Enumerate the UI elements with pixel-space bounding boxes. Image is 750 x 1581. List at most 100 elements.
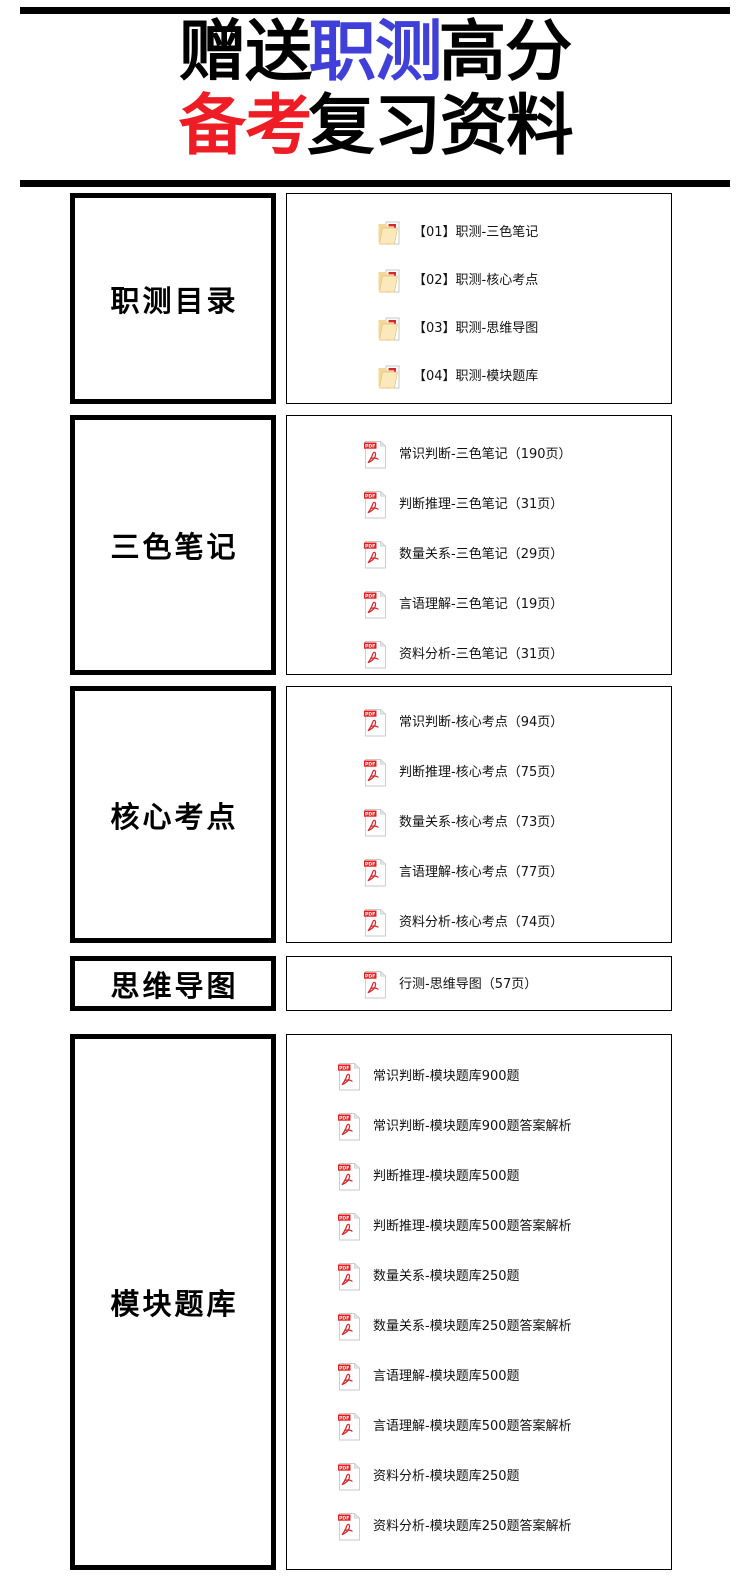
file-list-item-label: 数量关系-模块题库250题答案解析 xyxy=(373,1319,572,1334)
file-list-item[interactable]: PDF 资料分析-三色笔记（31页） xyxy=(287,638,671,672)
pdf-icon: PDF xyxy=(363,490,389,520)
svg-text:PDF: PDF xyxy=(365,643,375,649)
pdf-icon: PDF xyxy=(363,708,389,738)
pdf-icon: PDF xyxy=(337,1112,363,1142)
section-4: 思维导图 PDF 行测-思维导图（57页） xyxy=(0,956,750,1011)
svg-text:PDF: PDF xyxy=(365,911,375,917)
bottom-divider-bar xyxy=(20,180,730,187)
svg-text:PDF: PDF xyxy=(365,443,375,449)
file-list-item-label: 言语理解-核心考点（77页） xyxy=(399,865,564,880)
file-list-item-label: 判断推理-模块题库500题 xyxy=(373,1169,520,1184)
file-list-item-label: 【04】职测-模块题库 xyxy=(413,369,539,384)
file-list-item[interactable]: PDF 常识判断-三色笔记（190页） xyxy=(287,438,671,472)
file-list-item[interactable]: PDF 判断推理-核心考点（75页） xyxy=(287,756,671,790)
file-list-item-label: 资料分析-核心考点（74页） xyxy=(399,915,564,930)
svg-text:PDF: PDF xyxy=(365,861,375,867)
file-list-item[interactable]: PDF 常识判断-核心考点（94页） xyxy=(287,706,671,740)
svg-text:PDF: PDF xyxy=(365,543,375,549)
svg-text:PDF: PDF xyxy=(339,1515,349,1521)
section-label-box: 核心考点 xyxy=(70,686,276,943)
svg-text:PDF: PDF xyxy=(339,1365,349,1371)
section-1: 职测目录 【01】职测-三色笔记【02】职测-核心考点【03】职测-思维导图【04… xyxy=(0,193,750,404)
file-list-item-label: 资料分析-模块题库250题答案解析 xyxy=(373,1519,572,1534)
file-list-item[interactable]: PDF 资料分析-核心考点（74页） xyxy=(287,906,671,940)
svg-text:PDF: PDF xyxy=(339,1265,349,1271)
file-list-item[interactable]: PDF 常识判断-模块题库900题答案解析 xyxy=(287,1110,671,1144)
file-list-item[interactable]: PDF 行测-思维导图（57页） xyxy=(287,968,671,1002)
section-label-box: 三色笔记 xyxy=(70,415,276,675)
section-label-text: 职测目录 xyxy=(110,285,239,318)
file-list-item[interactable]: PDF 数量关系-模块题库250题 xyxy=(287,1260,671,1294)
file-list-item[interactable]: PDF 言语理解-模块题库500题 xyxy=(287,1360,671,1394)
folder-icon xyxy=(377,314,403,344)
svg-text:PDF: PDF xyxy=(339,1065,349,1071)
title-part-beikao: 备考 xyxy=(178,88,313,162)
section-label-text: 三色笔记 xyxy=(110,532,239,564)
file-list-item-label: 言语理解-模块题库500题 xyxy=(373,1369,520,1384)
file-list-item-label: 【02】职测-核心考点 xyxy=(413,273,539,288)
pdf-icon: PDF xyxy=(337,1512,363,1542)
pdf-icon: PDF xyxy=(337,1362,363,1392)
file-list-item[interactable]: PDF 数量关系-模块题库250题答案解析 xyxy=(287,1310,671,1344)
pdf-icon: PDF xyxy=(363,590,389,620)
file-list-item[interactable]: PDF 资料分析-模块题库250题答案解析 xyxy=(287,1510,671,1544)
pdf-icon: PDF xyxy=(363,808,389,838)
title-line-2: 备考复习资料 xyxy=(0,92,750,158)
file-list-item[interactable]: 【04】职测-模块题库 xyxy=(287,360,671,394)
file-list-item[interactable]: 【02】职测-核心考点 xyxy=(287,264,671,298)
pdf-icon: PDF xyxy=(337,1262,363,1292)
svg-text:PDF: PDF xyxy=(339,1165,349,1171)
file-list-item-label: 数量关系-模块题库250题 xyxy=(373,1269,520,1284)
svg-text:PDF: PDF xyxy=(365,973,375,979)
file-list-item[interactable]: 【01】职测-三色笔记 xyxy=(287,216,671,250)
svg-text:PDF: PDF xyxy=(365,711,375,717)
top-divider-bar xyxy=(20,7,730,14)
file-list-item-label: 行测-思维导图（57页） xyxy=(399,977,538,992)
title-part-zengsong: 赠送 xyxy=(178,14,313,88)
svg-text:PDF: PDF xyxy=(339,1415,349,1421)
folder-icon xyxy=(377,218,403,248)
title-part-fuxiziliao: 复习资料 xyxy=(307,88,573,162)
file-list-item-label: 判断推理-核心考点（75页） xyxy=(399,765,564,780)
title-line-1: 赠送职测高分 xyxy=(0,18,750,84)
svg-text:PDF: PDF xyxy=(365,811,375,817)
file-list-item-label: 【01】职测-三色笔记 xyxy=(413,225,539,240)
file-list-item[interactable]: PDF 常识判断-模块题库900题 xyxy=(287,1060,671,1094)
pdf-icon: PDF xyxy=(337,1462,363,1492)
pdf-icon: PDF xyxy=(337,1312,363,1342)
file-list-item-label: 【03】职测-思维导图 xyxy=(413,321,539,336)
folder-icon xyxy=(377,266,403,296)
section-5: 模块题库 PDF 常识判断-模块题库900题 PDF 常识判断-模块题库900题答案解析… xyxy=(0,1034,750,1570)
file-list-item-label: 常识判断-模块题库900题答案解析 xyxy=(373,1119,572,1134)
pdf-icon: PDF xyxy=(337,1412,363,1442)
svg-text:PDF: PDF xyxy=(339,1315,349,1321)
file-list-item-label: 言语理解-三色笔记（19页） xyxy=(399,597,564,612)
file-list-item-label: 常识判断-核心考点（94页） xyxy=(399,715,564,730)
svg-text:PDF: PDF xyxy=(365,593,375,599)
file-list-item[interactable]: PDF 言语理解-三色笔记（19页） xyxy=(287,588,671,622)
section-label-box: 思维导图 xyxy=(70,956,276,1011)
file-list-item[interactable]: 【03】职测-思维导图 xyxy=(287,312,671,346)
svg-text:PDF: PDF xyxy=(365,493,375,499)
folder-icon xyxy=(377,362,403,392)
section-label-box: 模块题库 xyxy=(70,1034,276,1570)
svg-text:PDF: PDF xyxy=(365,761,375,767)
file-list-item[interactable]: PDF 判断推理-模块题库500题 xyxy=(287,1160,671,1194)
file-list-item[interactable]: PDF 言语理解-核心考点（77页） xyxy=(287,856,671,890)
pdf-icon: PDF xyxy=(363,908,389,938)
file-list-item-label: 常识判断-三色笔记（190页） xyxy=(399,447,572,462)
file-list-item-label: 常识判断-模块题库900题 xyxy=(373,1069,520,1084)
pdf-icon: PDF xyxy=(363,440,389,470)
pdf-icon: PDF xyxy=(363,758,389,788)
file-list-item-label: 资料分析-三色笔记（31页） xyxy=(399,647,564,662)
